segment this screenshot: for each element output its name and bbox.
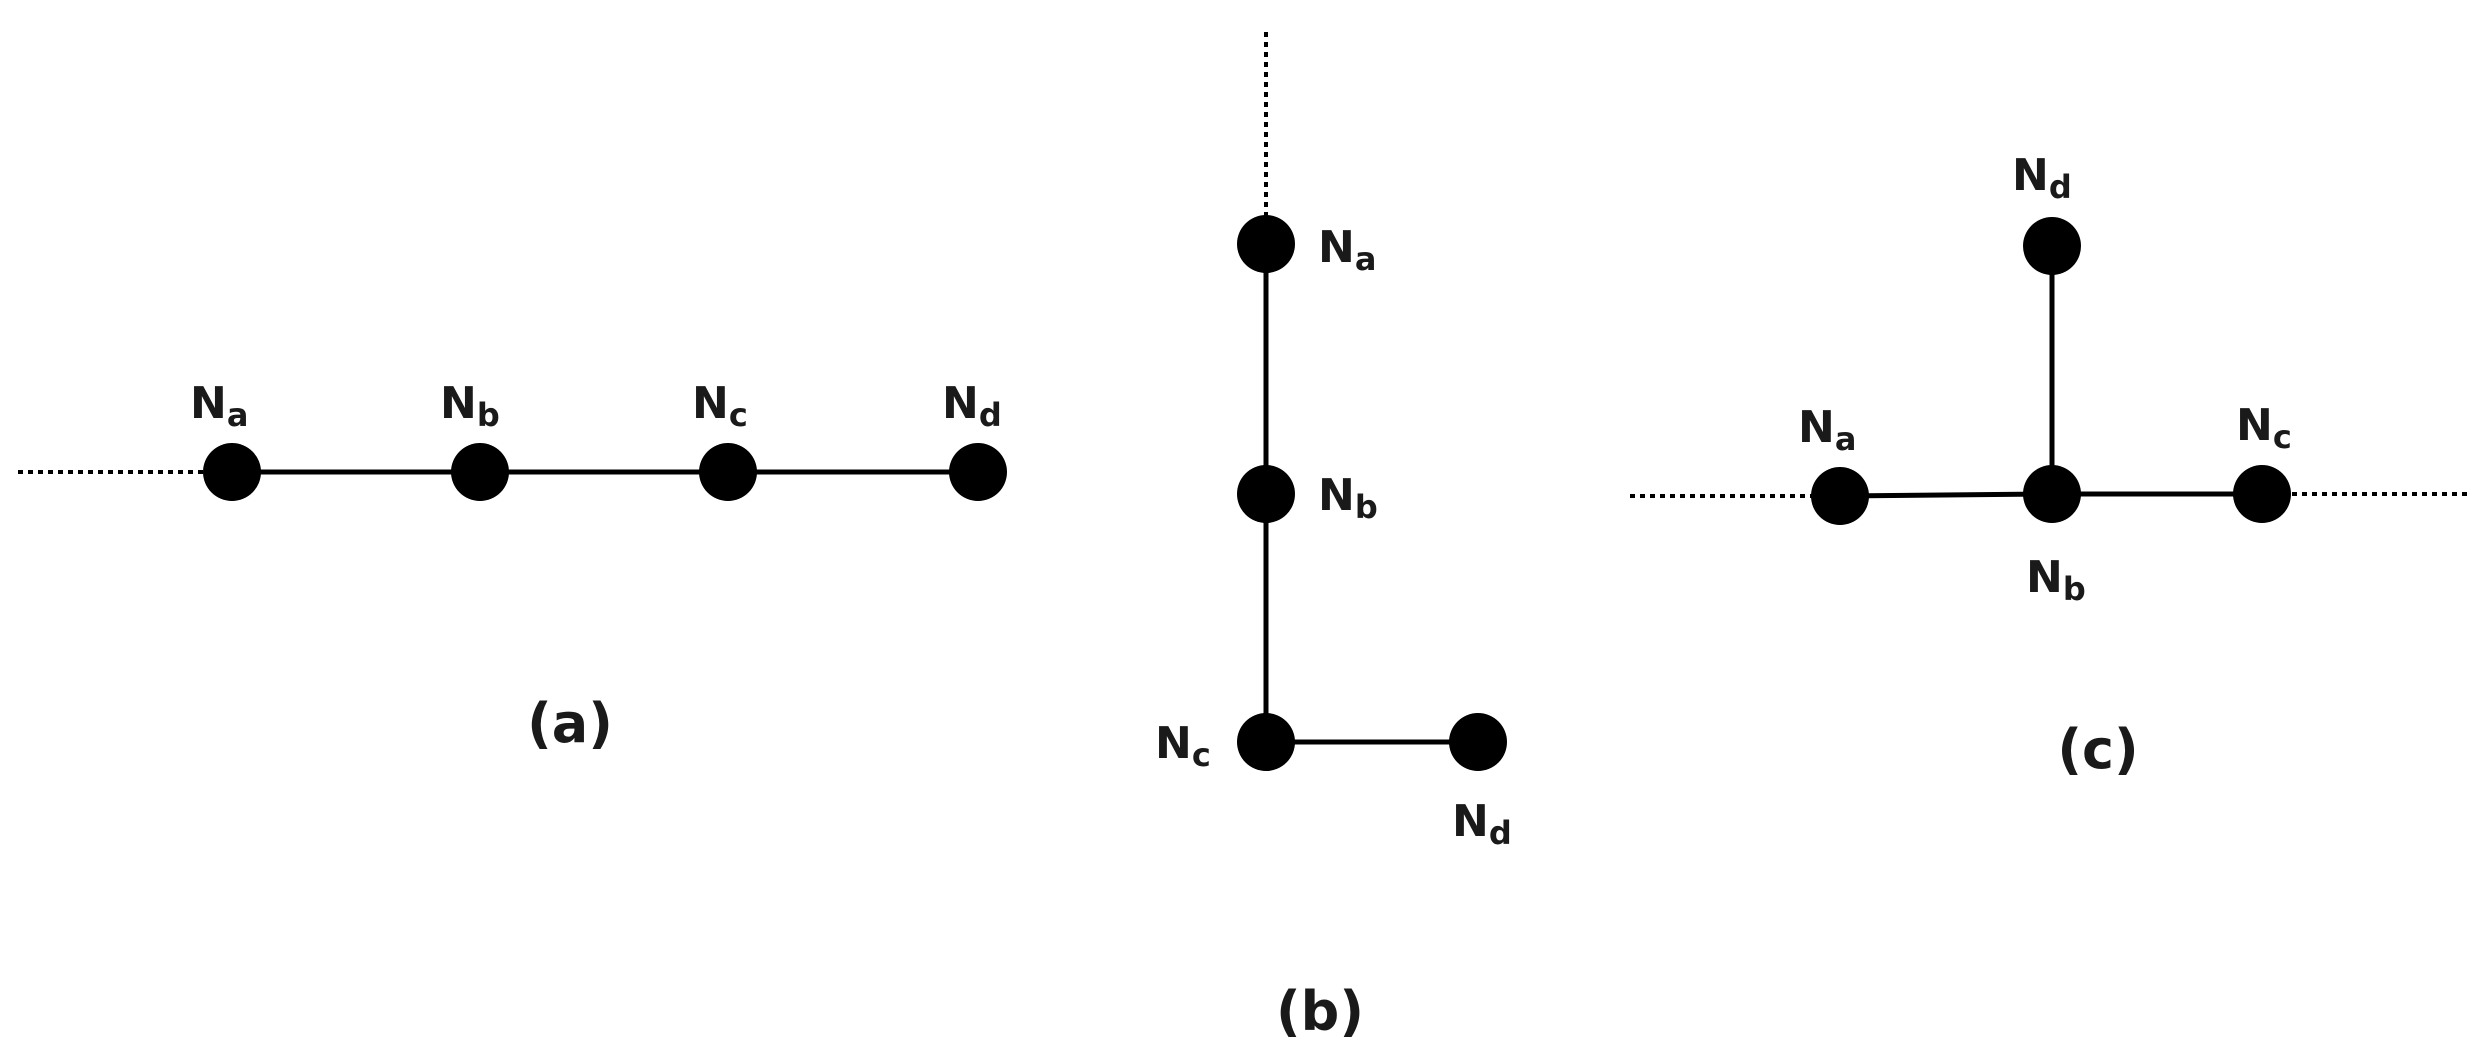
diagram-c-edge-ab bbox=[1839, 491, 2053, 499]
diagram-c-node-d bbox=[2023, 217, 2081, 275]
diagram-c-caption: (c) bbox=[2057, 718, 2138, 781]
diagram-b-caption: (b) bbox=[1276, 980, 1364, 1043]
diagram-a-label-d: Nd bbox=[942, 378, 1002, 434]
diagram-a-node-b bbox=[451, 443, 509, 501]
diagram-b-node-a bbox=[1237, 215, 1295, 273]
diagram-b-node-b bbox=[1237, 465, 1295, 523]
diagram-b: Na Nb Nc Nd (b) bbox=[1155, 32, 1512, 1043]
diagram-c-node-c bbox=[2233, 465, 2291, 523]
diagram-a-label-b: Nb bbox=[440, 378, 500, 434]
diagram-c-label-b: Nb bbox=[2026, 552, 2086, 608]
diagram-a-node-d bbox=[949, 443, 1007, 501]
diagram-a-node-a bbox=[203, 443, 261, 501]
diagram-a-caption: (a) bbox=[527, 692, 613, 755]
diagram-b-label-b: Nb bbox=[1318, 470, 1378, 526]
diagram-b-node-c bbox=[1237, 713, 1295, 771]
diagram-b-node-d bbox=[1449, 713, 1507, 771]
diagram-a: Na Nb Nc Nd (a) bbox=[18, 378, 1007, 755]
diagram-c-node-a bbox=[1811, 467, 1869, 525]
diagram-c-node-b bbox=[2023, 465, 2081, 523]
diagram-b-label-d: Nd bbox=[1452, 796, 1512, 852]
diagram-a-label-a: Na bbox=[190, 378, 248, 434]
diagram-c-label-c: Nc bbox=[2236, 400, 2292, 456]
diagram-a-label-c: Nc bbox=[692, 378, 748, 434]
diagram-b-label-c: Nc bbox=[1155, 718, 1211, 774]
diagram-c: Na Nb Nc Nd (c) bbox=[1630, 150, 2472, 781]
diagram-b-label-a: Na bbox=[1318, 222, 1376, 278]
diagram-a-node-c bbox=[699, 443, 757, 501]
diagram-c-label-d: Nd bbox=[2012, 150, 2072, 206]
diagram-c-label-a: Na bbox=[1798, 402, 1856, 458]
